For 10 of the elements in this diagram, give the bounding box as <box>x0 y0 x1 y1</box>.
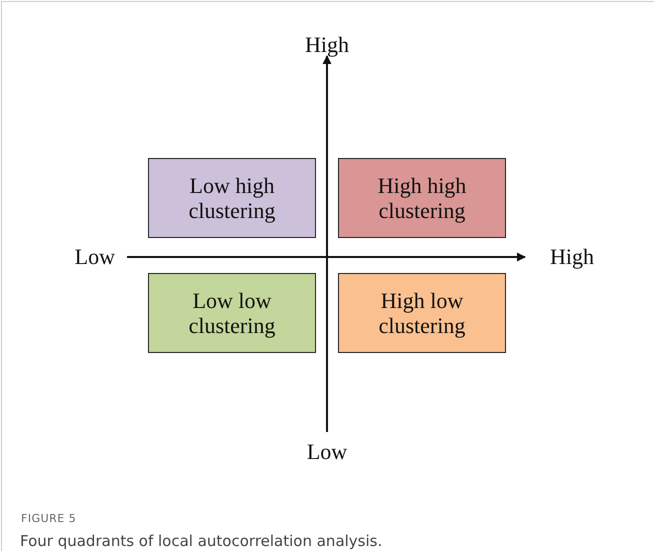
quadrant-box: High low clustering <box>338 273 506 353</box>
quadrant-box: High high clustering <box>338 158 506 238</box>
axis-label: High <box>305 32 349 58</box>
figure-caption: Four quadrants of local autocorrelation analysis. <box>20 532 382 550</box>
quadrant-box: Low low clustering <box>148 273 316 353</box>
axis-label: Low <box>74 244 115 270</box>
axis-label: Low <box>306 439 348 465</box>
axis-label: High <box>550 244 594 270</box>
quadrant-box: Low high clustering <box>148 158 316 238</box>
figure-number: FIGURE 5 <box>21 512 76 525</box>
